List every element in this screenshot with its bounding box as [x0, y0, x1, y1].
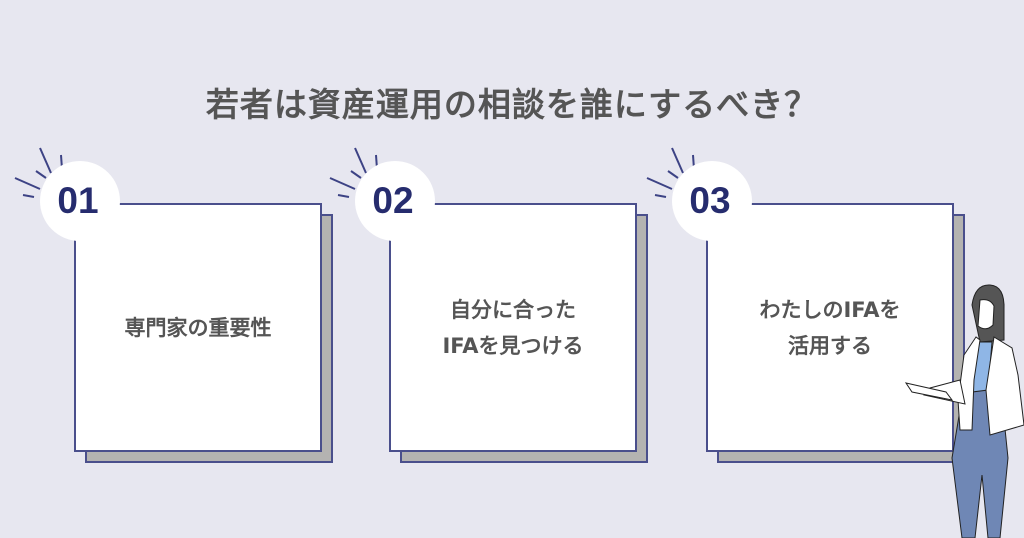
card-number: 03	[689, 180, 731, 221]
card-label: わたしのIFAを 活用する	[759, 297, 901, 358]
card-box: 自分に合った IFAを見つける	[389, 203, 637, 452]
card-number: 02	[372, 180, 414, 221]
businesswoman-illustration	[904, 284, 1024, 538]
card-box: わたしのIFAを 活用する	[706, 203, 954, 452]
card-label: 専門家の重要性	[124, 315, 272, 340]
number-badge: 02	[355, 161, 435, 241]
number-badge: 03	[672, 161, 752, 241]
card-number: 01	[57, 180, 99, 221]
card-box: 専門家の重要性	[74, 203, 322, 452]
card-02: 自分に合った IFAを見つける 02	[329, 147, 648, 463]
card-03: わたしのIFAを 活用する 03	[646, 147, 965, 463]
number-badge: 01	[40, 161, 120, 241]
card-01: 専門家の重要性 01	[14, 147, 333, 463]
page-title: 若者は資産運用の相談を誰にするべき？	[205, 85, 819, 124]
card-label: 自分に合った IFAを見つける	[442, 297, 584, 358]
sparkle-rays-icon	[646, 147, 695, 198]
